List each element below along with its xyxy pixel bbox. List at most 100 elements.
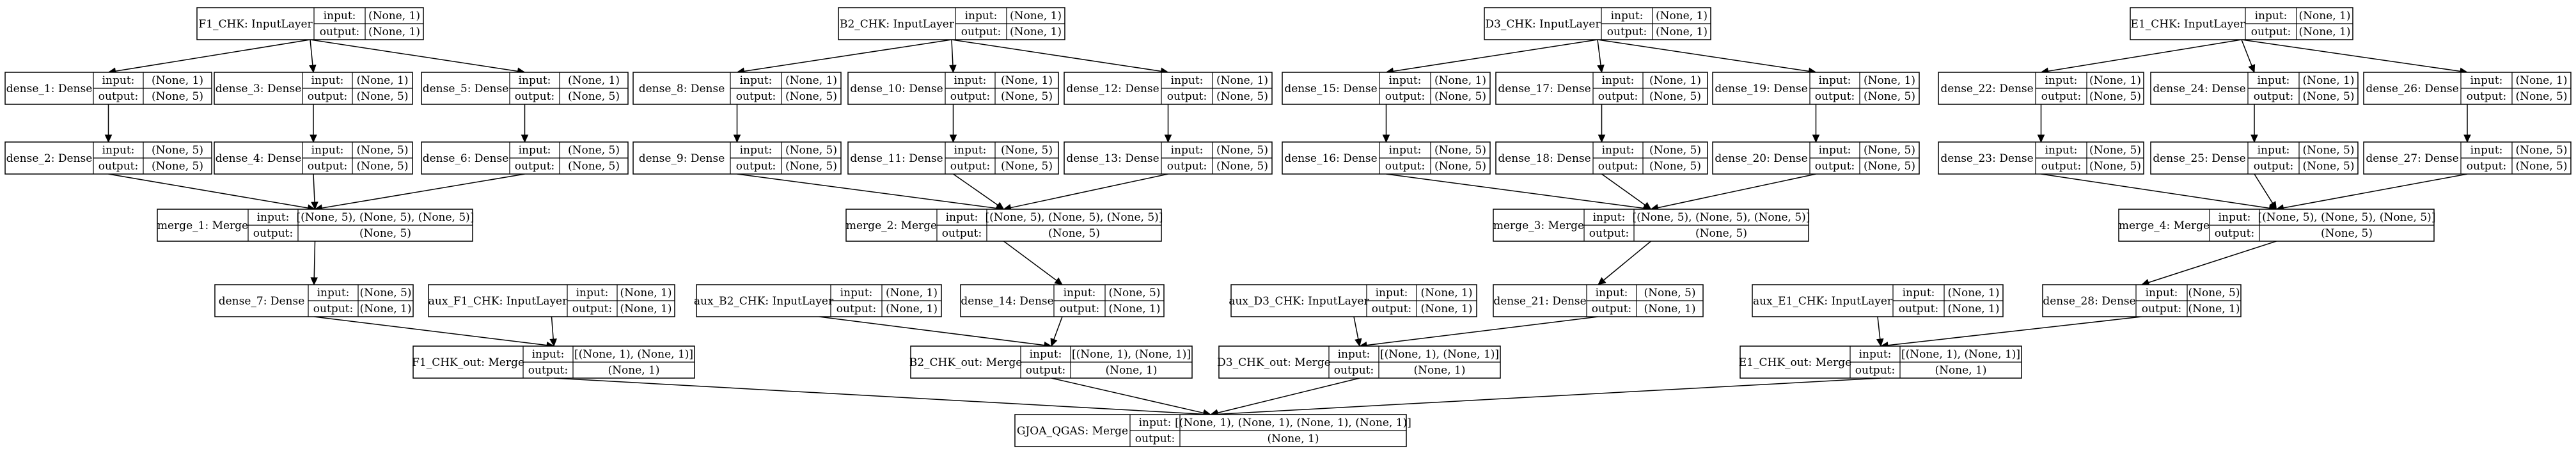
arrowhead <box>1597 64 1605 74</box>
input-port-label: input: <box>2470 74 2503 87</box>
input-port-label: input: <box>1171 144 1204 157</box>
output-shape: (None, 5) <box>1216 90 1268 103</box>
output-shape: (None, 5) <box>1649 160 1701 173</box>
output-port-label: output: <box>2215 227 2254 240</box>
arrowhead <box>1382 134 1390 143</box>
output-shape: (None, 1) <box>608 364 659 377</box>
node-label: dense_1: Dense <box>6 83 93 95</box>
node-label: F1_CHK_out: Merge <box>412 356 524 369</box>
edge-d3-chk-to-dense-17 <box>1597 39 1605 74</box>
output-port-label: output: <box>1815 90 1855 103</box>
input-port-label: input: <box>740 74 773 87</box>
edge-d3-chk-to-dense-15 <box>1385 39 1598 75</box>
edge-dense-10-to-dense-11 <box>949 104 957 143</box>
edge-line <box>951 39 1161 72</box>
output-port-label: output: <box>950 90 990 103</box>
edge-dense-1-to-dense-2 <box>104 104 113 143</box>
edge-line <box>1393 39 1598 72</box>
output-port-label: output: <box>1592 303 1631 315</box>
node-label: D3_CHK: InputLayer <box>1485 18 1601 31</box>
output-shape: (None, 1) <box>1267 432 1319 445</box>
output-port-label: output: <box>1899 303 1938 315</box>
output-shape: (None, 5) <box>2089 90 2141 103</box>
input-shape: (None, 5) <box>2515 144 2567 157</box>
input-port-label: input: <box>519 144 551 157</box>
edge-line <box>322 173 525 209</box>
edge-dense-20-to-merge-3 <box>1650 173 1816 212</box>
output-shape: (None, 5) <box>1216 160 1268 173</box>
output-shape: (None, 5) <box>356 90 408 103</box>
input-shape: (None, 1) <box>1434 74 1486 87</box>
edge-line <box>1887 316 2142 346</box>
output-shape: (None, 1) <box>1947 303 1999 315</box>
output-shape: (None, 5) <box>2515 90 2567 103</box>
edge-b2-chk-to-dense-12 <box>951 39 1169 75</box>
node-label: dense_23: Dense <box>1940 152 2033 165</box>
input-port-label: input: <box>2045 144 2078 157</box>
node-aux-f1-chk: aux_F1_CHK: InputLayerinput:output:(None… <box>428 284 675 317</box>
node-label: B2_CHK: InputLayer <box>840 18 955 31</box>
edge-f1-chk-to-dense-1 <box>107 39 311 75</box>
input-port-label: input: <box>311 74 344 87</box>
output-port-label: output: <box>1385 90 1425 103</box>
edge-b2-chk-to-dense-8 <box>736 39 952 75</box>
input-shape: (None, 5) <box>1001 144 1053 157</box>
edge-merge-1-to-dense-7 <box>310 241 318 286</box>
node-label: dense_3: Dense <box>216 83 302 95</box>
arrowhead <box>1812 134 1820 143</box>
output-shape: (None, 5) <box>356 160 408 173</box>
input-port-label: input: <box>576 287 609 299</box>
input-shape: [(None, 1), (None, 1)] <box>1072 348 1191 361</box>
arrowhead <box>949 65 957 74</box>
edge-merge-3-to-dense-21 <box>1598 241 1651 285</box>
output-shape: (None, 5) <box>785 160 837 173</box>
output-shape: (None, 5) <box>152 90 203 103</box>
input-shape: (None, 1) <box>368 10 420 22</box>
input-shape: (None, 5) <box>1434 144 1486 157</box>
output-shape: (None, 5) <box>1048 227 1100 240</box>
input-port-label: input: <box>1338 348 1370 361</box>
edge-line <box>1217 377 1360 414</box>
output-shape: (None, 5) <box>1864 160 1915 173</box>
input-port-label: input: <box>2219 211 2251 224</box>
output-port-label: output: <box>98 160 138 173</box>
node-aux-e1-chk: aux_E1_CHK: InputLayerinput:output:(None… <box>1752 284 2004 317</box>
input-port-label: input: <box>1903 287 1935 299</box>
node-label: dense_21: Dense <box>1493 295 1586 308</box>
input-shape: (None, 1) <box>886 287 938 299</box>
input-port-label: input: <box>1171 74 1204 87</box>
edge-line <box>1877 316 1881 340</box>
node-label: GJOA_QGAS: Merge <box>1017 425 1128 438</box>
output-port-label: output: <box>2254 160 2293 173</box>
edge-line <box>2241 39 2252 67</box>
edge-e1-chk-to-dense-22 <box>2040 39 2242 75</box>
output-shape: (None, 1) <box>1644 303 1695 315</box>
edge-line <box>1217 377 1881 415</box>
output-shape: (None, 1) <box>1108 303 1160 315</box>
edge-dense-9-to-merge-2 <box>737 173 1005 212</box>
output-port-label: output: <box>736 90 776 103</box>
output-port-label: output: <box>1334 364 1374 377</box>
input-shape: (None, 5) <box>785 144 837 157</box>
arrowhead <box>1598 134 1606 143</box>
output-shape: (None, 5) <box>2302 90 2354 103</box>
edge-b2-chk-to-dense-10 <box>949 39 957 74</box>
input-port-label: input: <box>946 211 978 224</box>
input-shape: (None, 1) <box>1864 74 1915 87</box>
arrowhead <box>1050 338 1058 347</box>
input-port-label: input: <box>102 74 135 87</box>
input-shape: (None, 1) <box>1420 287 1472 299</box>
